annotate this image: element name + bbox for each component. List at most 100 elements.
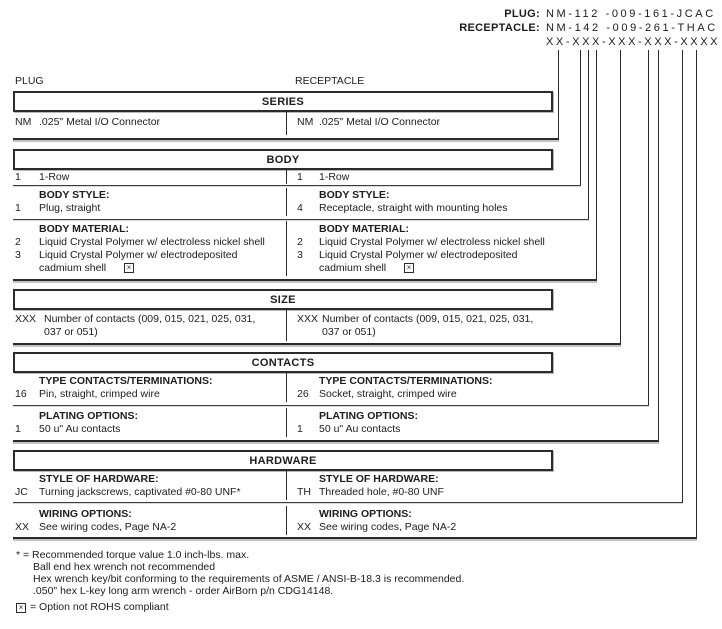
body-style-left-desc: Plug, straight	[39, 202, 101, 214]
column-divider	[286, 506, 287, 535]
body-material-right-desc1: Liquid Crystal Polymer w/ electroless ni…	[319, 236, 545, 248]
connector-line-body-style	[588, 50, 589, 220]
body-section-header: BODY	[13, 149, 553, 170]
column-divider	[286, 221, 287, 276]
non-rohs-icon: ×	[16, 603, 26, 613]
footnote-torque: * = Recommended torque value 1.0 inch-lb…	[16, 549, 250, 561]
contact-type-right-desc: Socket, straight, crimped wire	[319, 388, 457, 400]
size-left-desc1: Number of contacts (009, 015, 021, 025, …	[44, 313, 256, 325]
wiring-right-code: XX	[297, 521, 312, 533]
plug-pn-value: NM-112 -009-161-JCAC	[546, 8, 716, 20]
body-row-right-desc: 1-Row	[319, 171, 350, 183]
contact-type-left-desc: Pin, straight, crimped wire	[39, 388, 160, 400]
hardware-style-left-desc: Turning jackscrews, captivated #0-80 UNF…	[39, 486, 241, 498]
plug-column-label: PLUG	[15, 75, 44, 87]
series-section-header: SERIES	[13, 91, 553, 112]
footnote-rohs: = Option not ROHS compliant	[30, 601, 169, 613]
body-row-left-code: 1	[15, 171, 21, 183]
hardware-style-rule	[13, 502, 683, 503]
contact-type-left-header: TYPE CONTACTS/TERMINATIONS:	[39, 375, 213, 387]
footnote-l-key: .050" hex L-key long arm wrench - order …	[33, 585, 334, 597]
body-material-left-header: BODY MATERIAL:	[39, 223, 130, 235]
column-divider	[286, 471, 287, 500]
body-material-right-code2: 3	[297, 249, 303, 261]
body-material-right-desc2b: cadmium shell	[319, 262, 387, 274]
hardware-style-left-code: JC	[15, 486, 28, 498]
body-material-right-header: BODY MATERIAL:	[319, 223, 410, 235]
body-row-right-code: 1	[297, 171, 303, 183]
body-material-left-desc2b: cadmium shell	[39, 262, 107, 274]
hardware-style-right-header: STYLE OF HARDWARE:	[319, 473, 439, 485]
plating-left-code: 1	[15, 423, 21, 435]
size-section-header: SIZE	[13, 289, 553, 310]
body-material-left-code1: 2	[15, 236, 21, 248]
body-material-right-desc2a: Liquid Crystal Polymer w/ electrodeposit…	[319, 249, 518, 261]
non-rohs-icon: ×	[404, 263, 414, 273]
non-rohs-icon: ×	[124, 263, 134, 273]
hardware-style-left-header: STYLE OF HARDWARE:	[39, 473, 159, 485]
plug-pn-label: PLUG:	[504, 8, 540, 20]
hardware-style-right-desc: Threaded hole, #0-80 UNF	[319, 486, 444, 498]
connector-line-hardware-style	[682, 50, 683, 503]
contacts-bottom-rule	[13, 440, 659, 442]
body-style-right-desc: Receptacle, straight with mounting holes	[319, 202, 508, 214]
body-style-right-header: BODY STYLE:	[319, 189, 390, 201]
plating-left-header: PLATING OPTIONS:	[39, 410, 138, 422]
body-style-rule	[13, 219, 589, 220]
plating-right-desc: 50 u" Au contacts	[319, 423, 401, 435]
body-row-left-desc: 1-Row	[39, 171, 70, 183]
connector-line-body-material	[596, 50, 597, 281]
body-material-left-code2: 3	[15, 249, 21, 261]
receptacle-column-label: RECEPTACLE	[295, 75, 365, 87]
pn-code-template: XX-XXX-XXX-XXX-XXXX	[546, 36, 721, 48]
connector-line-size	[620, 50, 621, 345]
size-left-code: XXX	[15, 313, 37, 325]
body-style-left-header: BODY STYLE:	[39, 189, 110, 201]
receptacle-pn-value: NM-142 -009-261-THAC	[546, 22, 718, 34]
connector-line-body-row	[580, 50, 581, 186]
wiring-left-code: XX	[15, 521, 30, 533]
contact-type-left-code: 16	[15, 388, 27, 400]
size-right-code: XXX	[297, 313, 319, 325]
plating-right-code: 1	[297, 423, 303, 435]
series-bottom-rule	[13, 138, 559, 140]
contact-type-right-code: 26	[297, 388, 309, 400]
column-divider	[286, 373, 287, 402]
column-divider	[286, 310, 287, 341]
wiring-left-header: WIRING OPTIONS:	[39, 508, 132, 520]
footnote-hex-wrench: Hex wrench key/bit conforming to the req…	[33, 573, 465, 585]
plating-left-desc: 50 u" Au contacts	[39, 423, 121, 435]
wiring-left-desc: See wiring codes, Page NA-2	[39, 521, 177, 533]
column-divider	[286, 168, 287, 184]
body-material-left-desc2a: Liquid Crystal Polymer w/ electrodeposit…	[39, 249, 238, 261]
contact-type-right-header: TYPE CONTACTS/TERMINATIONS:	[319, 375, 493, 387]
column-divider	[286, 408, 287, 437]
column-divider	[286, 188, 287, 216]
receptacle-pn-label: RECEPTACLE:	[459, 22, 540, 34]
column-divider	[286, 112, 287, 135]
connector-line-series	[558, 50, 559, 140]
body-style-left-code: 1	[15, 202, 21, 214]
wiring-right-desc: See wiring codes, Page NA-2	[319, 521, 457, 533]
hardware-bottom-rule	[13, 537, 697, 539]
connector-line-contact-type	[648, 50, 649, 406]
body-material-right-code1: 2	[297, 236, 303, 248]
series-left-code: NM	[15, 116, 32, 128]
hardware-style-right-code: TH	[297, 486, 311, 498]
contact-type-rule	[13, 405, 649, 406]
size-right-desc2: 037 or 051)	[322, 326, 376, 338]
body-row-rule	[13, 185, 581, 186]
plating-right-header: PLATING OPTIONS:	[319, 410, 418, 422]
hardware-section-header: HARDWARE	[13, 450, 553, 471]
size-right-desc1: Number of contacts (009, 015, 021, 025, …	[322, 313, 534, 325]
body-material-left-desc1: Liquid Crystal Polymer w/ electroless ni…	[39, 236, 265, 248]
body-bottom-rule	[13, 279, 597, 281]
connector-line-wiring	[696, 50, 697, 539]
body-style-right-code: 4	[297, 202, 303, 214]
connector-line-plating	[658, 50, 659, 442]
size-left-desc2: 037 or 051)	[44, 326, 98, 338]
wiring-right-header: WIRING OPTIONS:	[319, 508, 412, 520]
series-left-desc: .025" Metal I/O Connector	[39, 116, 161, 128]
series-right-code: NM	[297, 116, 314, 128]
